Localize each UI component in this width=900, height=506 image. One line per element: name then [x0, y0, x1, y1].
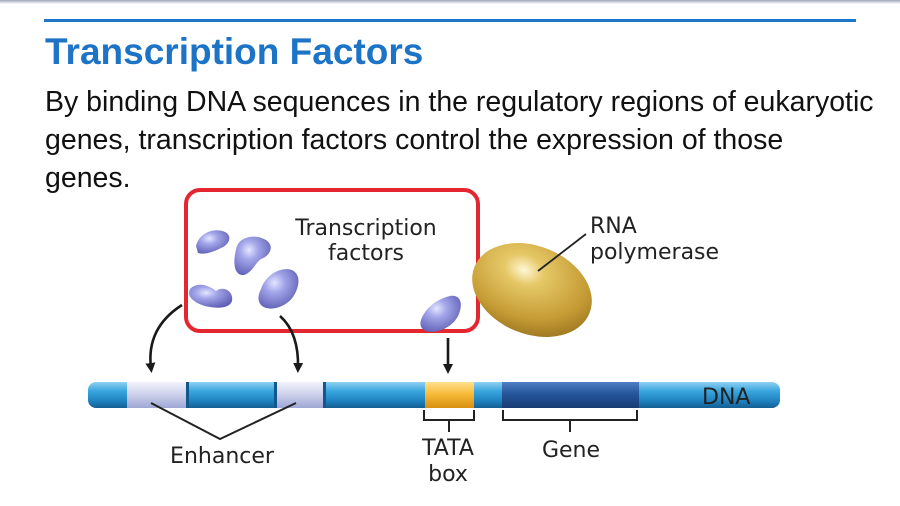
- label-dna: DNA: [702, 385, 750, 410]
- label-rna-polymerase-line1: RNA: [590, 214, 637, 239]
- slide-title: Transcription Factors: [45, 31, 424, 72]
- label-transcription-factors-line1: Transcription: [294, 216, 437, 241]
- enhancer-arrow-left: [145, 303, 183, 373]
- factor-blob-3: [189, 284, 233, 308]
- rna-polymerase-shape: [472, 243, 592, 337]
- label-transcription-factors-line2: factors: [328, 241, 404, 266]
- label-tata-line2: box: [428, 462, 468, 487]
- enhancer-bracket: [150, 402, 297, 441]
- tata-bracket: [423, 410, 475, 432]
- gene-region: [502, 382, 639, 408]
- dna-strand: [88, 382, 780, 408]
- rna-polymerase-pointer: [537, 233, 587, 272]
- slide-body-text: By binding DNA sequences in the regulato…: [45, 86, 874, 194]
- factor-blob-4: [258, 269, 299, 309]
- title-rule: [44, 19, 856, 22]
- label-rna-polymerase-line2: polymerase: [590, 240, 719, 265]
- label-gene: Gene: [542, 438, 600, 463]
- factor-blob-5: [420, 295, 461, 332]
- enhancer-region-2: [275, 382, 324, 408]
- enhancer-region-1: [127, 382, 188, 408]
- enhancer-arrow-right: [279, 315, 304, 373]
- gene-bracket: [502, 410, 638, 432]
- top-edge-shade: [0, 0, 900, 4]
- factor-blob-1: [196, 230, 230, 254]
- transcription-factor-blobs: [189, 230, 461, 332]
- label-tata-line1: TATA: [421, 436, 474, 461]
- label-enhancer: Enhancer: [170, 444, 275, 469]
- factor-blob-2: [234, 236, 271, 276]
- tata-box-region: [425, 382, 474, 408]
